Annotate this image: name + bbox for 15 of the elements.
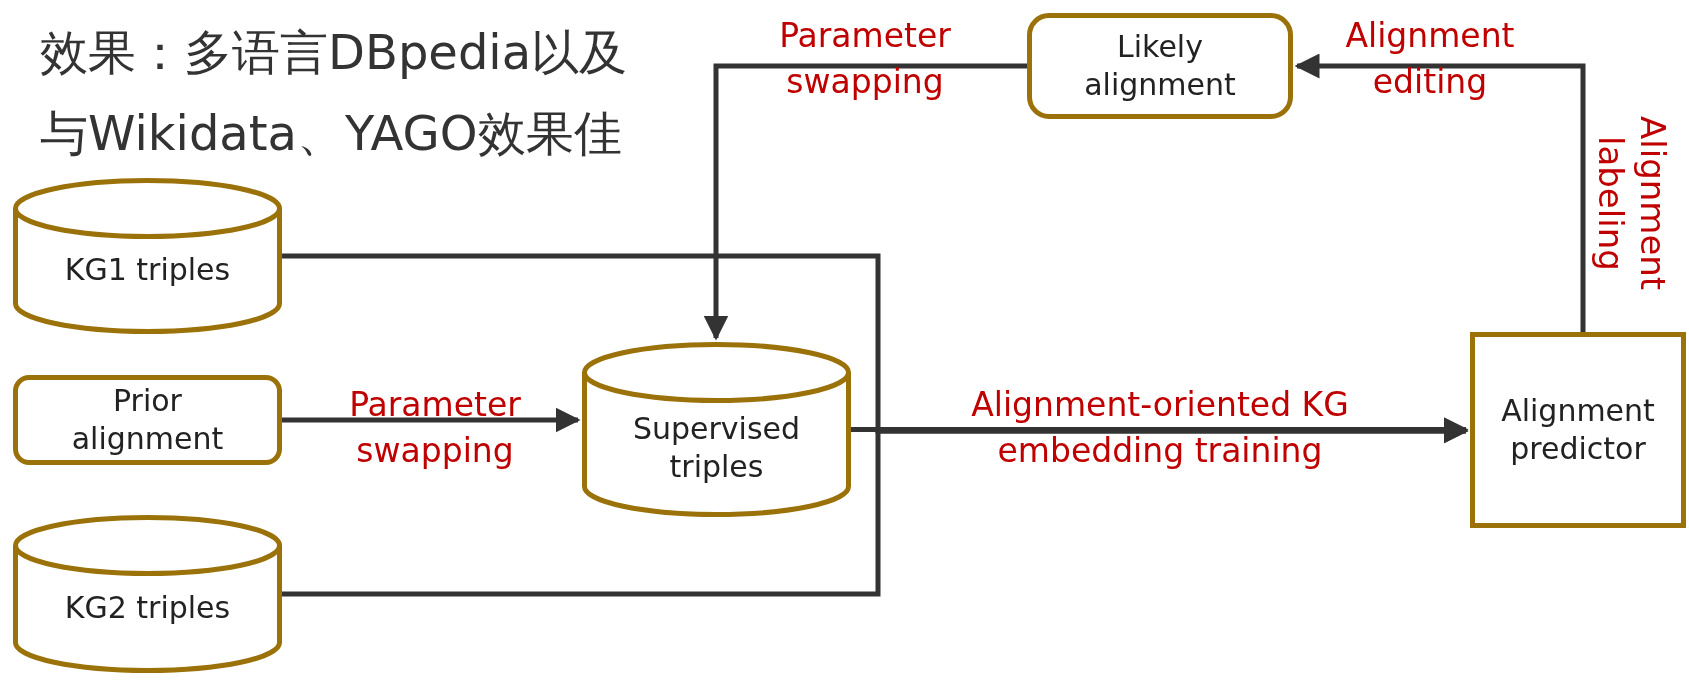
note-text: 效果：多语言DBpedia以及与Wikidata、YAGO效果佳 [40,23,629,163]
arrow [1294,53,1586,332]
arrow [703,63,1027,341]
cylinder: KG1 triples [13,178,282,334]
edge-label: Parameter swapping [348,384,522,472]
vertical-text: Alignment labeling [1590,114,1674,293]
process-box: Prior alignment [13,375,282,465]
arrow [282,407,581,433]
edge-label: Alignment editing [1344,15,1516,103]
edge-label: Parameter swapping [778,15,952,103]
process-box: Likely alignment [1027,13,1293,119]
cylinder: Supervised triples [582,342,851,517]
cylinder: KG2 triples [13,515,282,673]
predictor-box: Alignment predictor [1470,332,1686,528]
edge-label: Alignment-oriented KG embedding training [970,384,1350,472]
